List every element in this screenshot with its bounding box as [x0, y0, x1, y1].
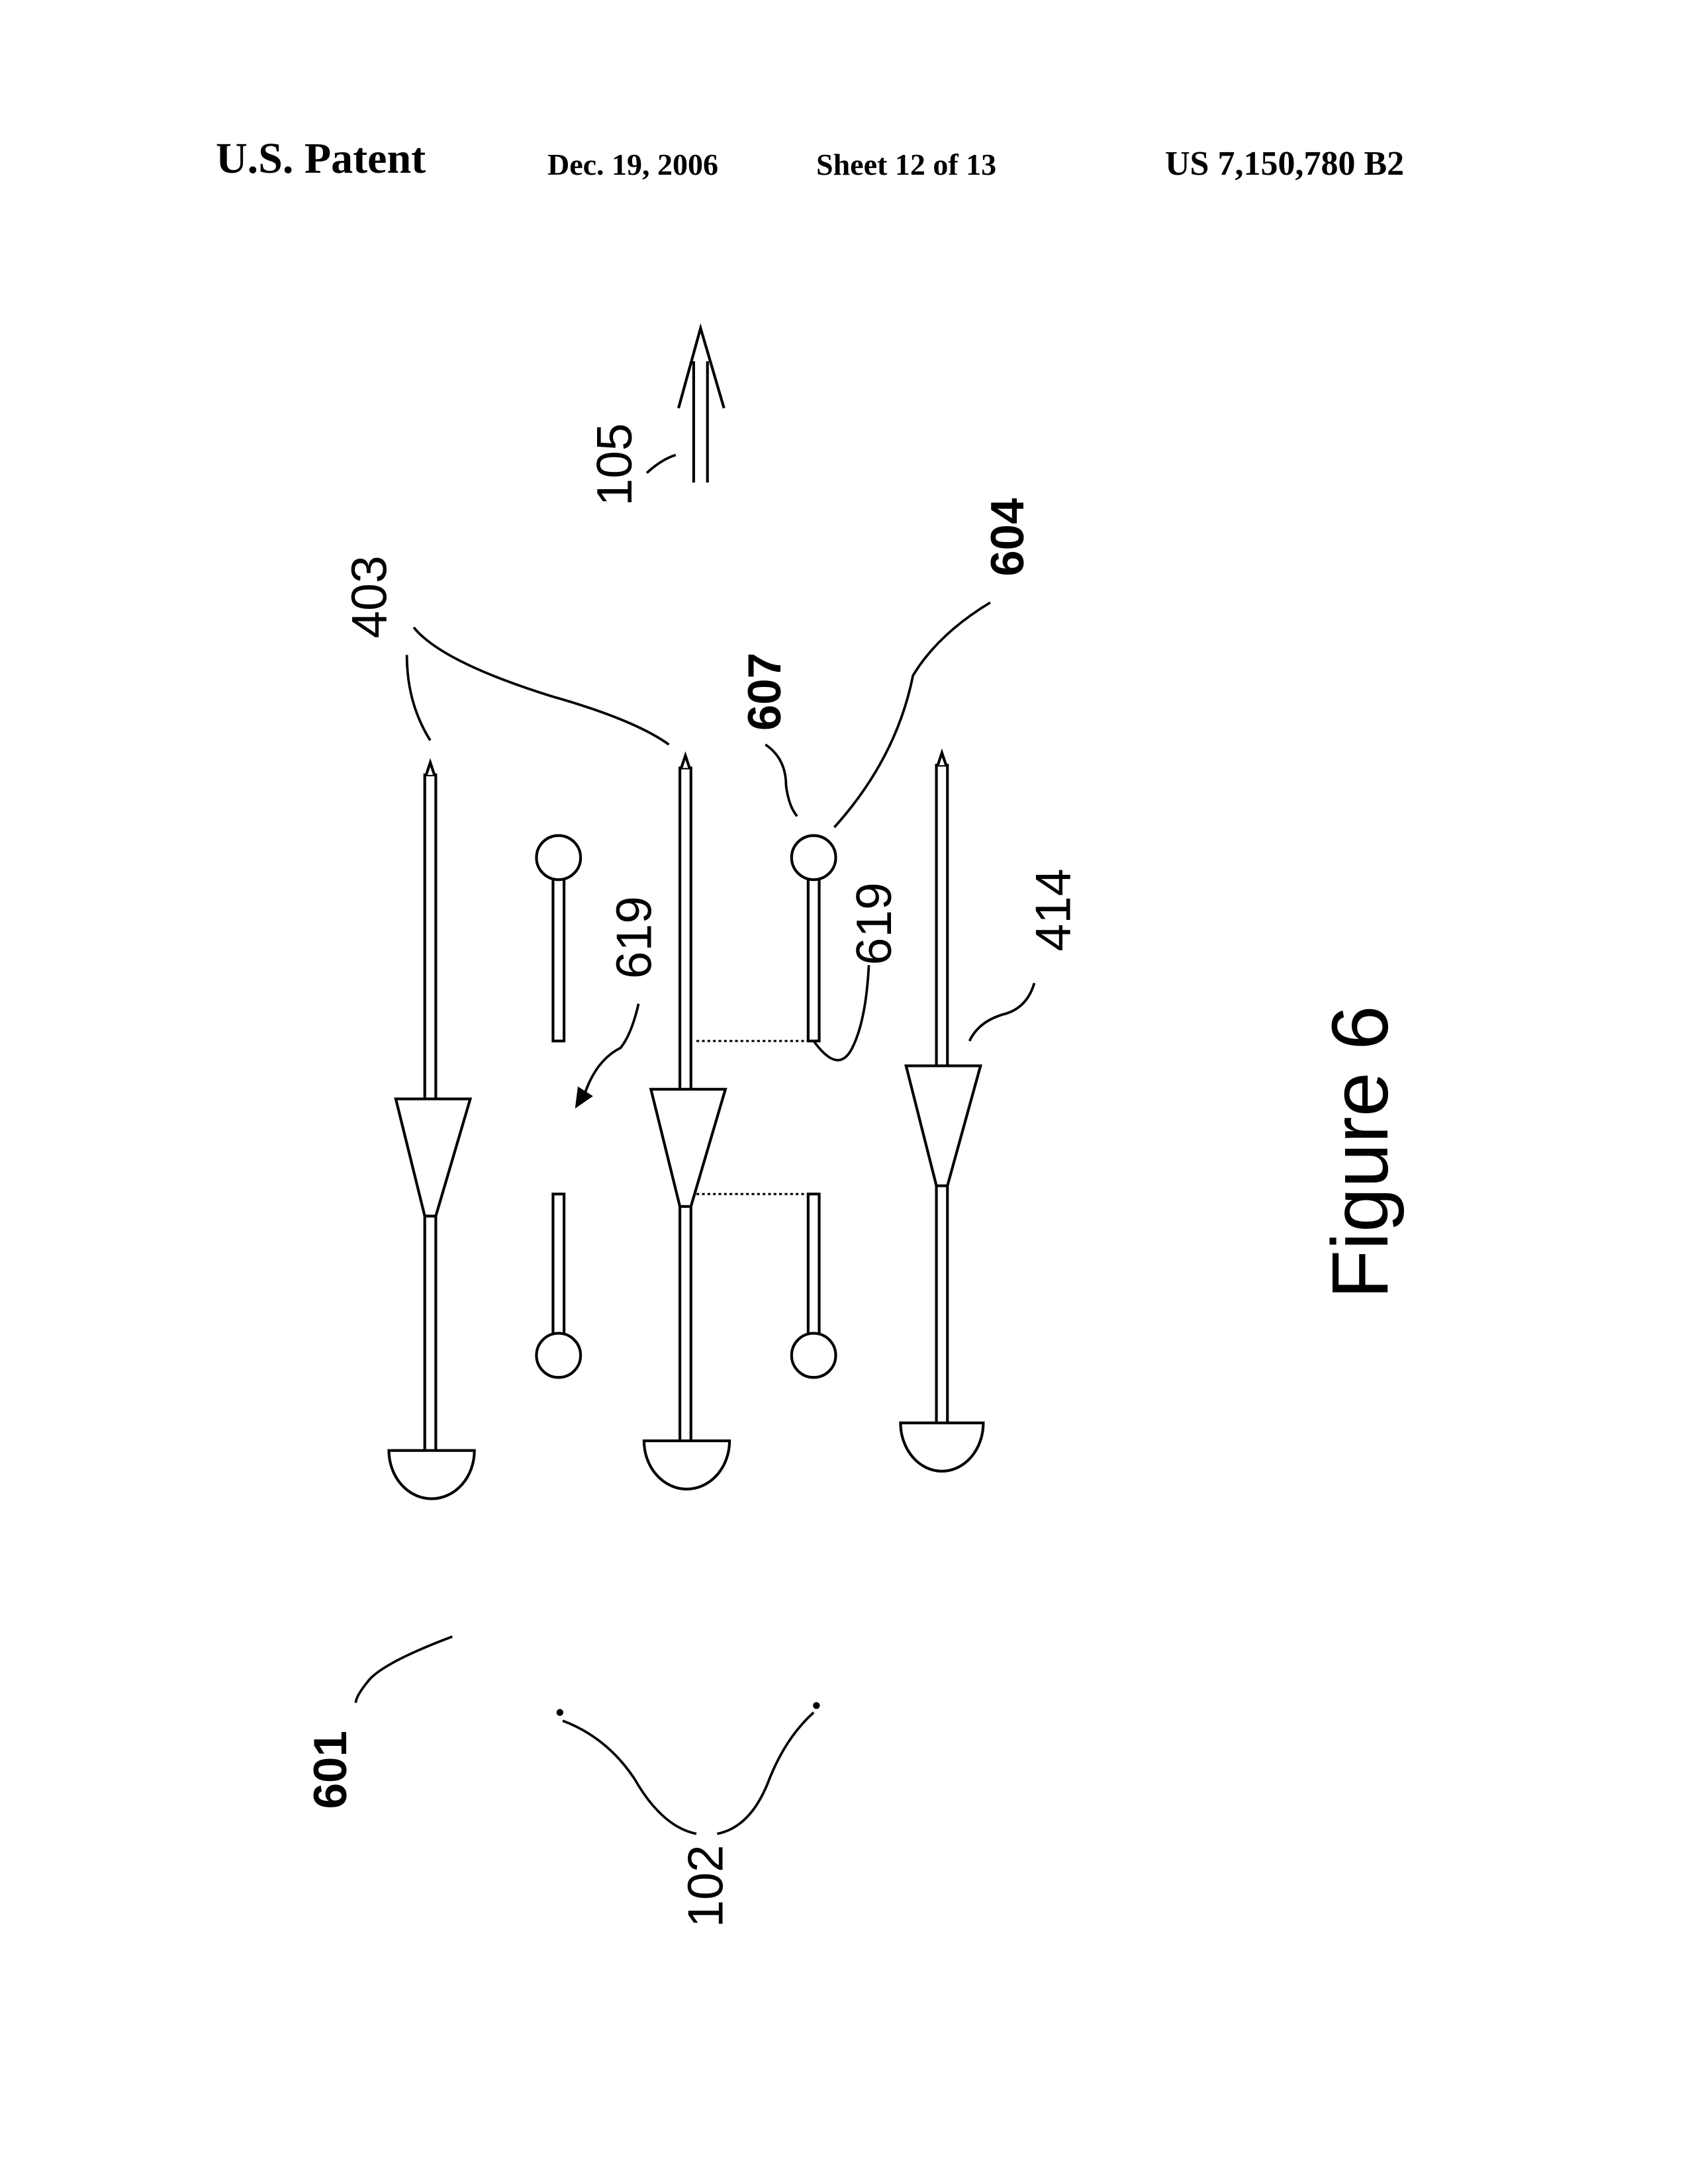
- label-604: 604: [982, 498, 1034, 576]
- header-title: U.S. Patent: [216, 134, 426, 183]
- arrowhead-icon: [575, 1086, 593, 1109]
- label-102: 102: [678, 1844, 733, 1927]
- label-601: 601: [305, 1731, 357, 1809]
- header-patent-number: US 7,150,780 B2: [1165, 145, 1405, 183]
- label-619-right: 619: [846, 882, 902, 965]
- figure-caption: Figure 6: [1315, 1005, 1405, 1298]
- leader-lines: [354, 453, 1036, 1835]
- label-607: 607: [739, 653, 791, 731]
- label-414: 414: [1025, 868, 1081, 951]
- label-105: 105: [586, 423, 642, 506]
- point-marker: [556, 1709, 564, 1716]
- pin-right: [899, 748, 985, 1473]
- gap-dotted-lines: [696, 1040, 808, 1195]
- small-pin-upper-left: [535, 834, 583, 1043]
- label-403: 403: [341, 555, 397, 638]
- pin-left: [387, 758, 476, 1500]
- pin-middle: [642, 751, 731, 1491]
- small-pin-lower-left: [535, 1193, 583, 1379]
- header-date: Dec. 19, 2006: [547, 148, 719, 181]
- small-pin-lower-right: [790, 1193, 837, 1379]
- point-marker: [813, 1702, 820, 1709]
- header-sheet: Sheet 12 of 13: [816, 148, 997, 181]
- small-pin-upper-right: [790, 834, 837, 1043]
- direction-arrow: [677, 323, 726, 483]
- label-619-left: 619: [606, 896, 661, 979]
